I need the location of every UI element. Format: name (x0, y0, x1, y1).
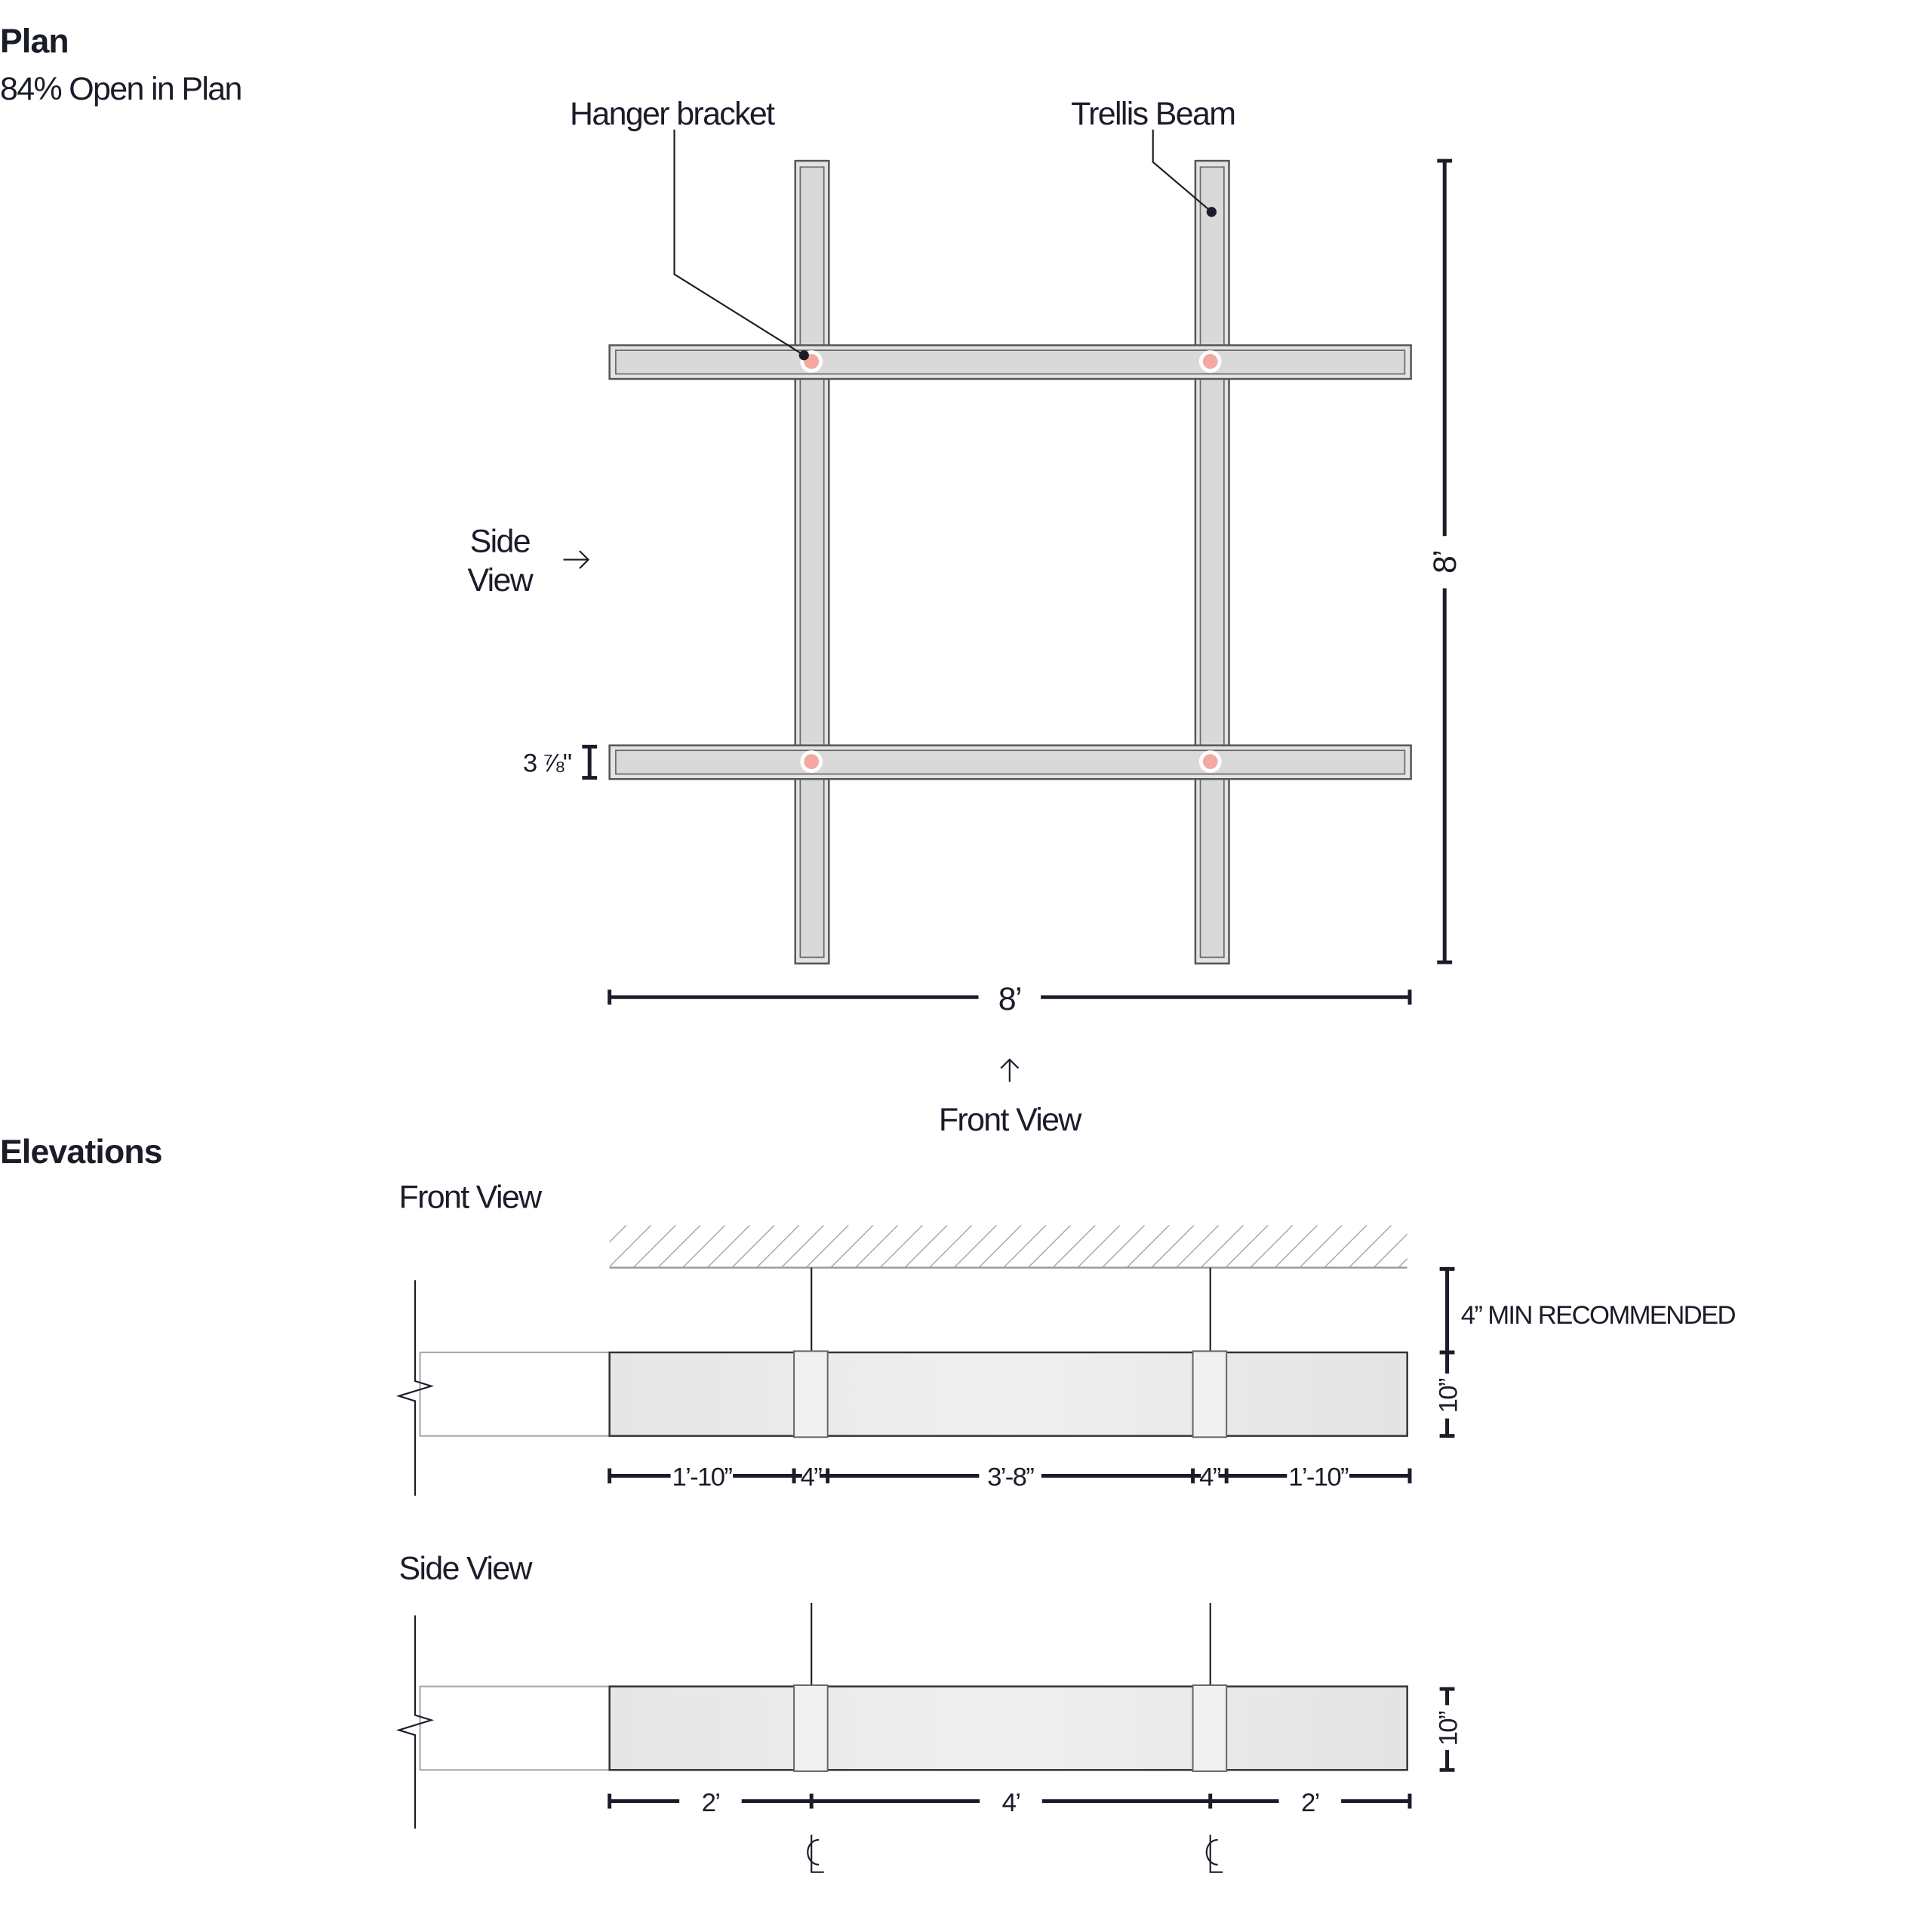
break-line (395, 1280, 435, 1496)
beam-continuation (419, 1351, 611, 1437)
front-elevation-label: Front View (399, 1179, 543, 1215)
beam-continuation (419, 1685, 611, 1771)
side-view-label-2: View (467, 562, 534, 598)
front-view-label: Front View (939, 1102, 1083, 1138)
hanger-bracket-fill (804, 754, 820, 770)
label-mask (1201, 1466, 1219, 1486)
bracket-elevation (1192, 1684, 1228, 1772)
break-line (395, 1615, 435, 1829)
label-mask (801, 1466, 820, 1486)
beam-width-dim-line (582, 744, 598, 780)
beam-inner-face (615, 749, 1406, 775)
beam-width-dim: 3 ⅞" (523, 749, 571, 777)
label-mask (679, 1791, 742, 1811)
hanger-bracket-fill (1202, 354, 1218, 369)
label-mask (979, 1466, 1041, 1486)
leader-dot (798, 350, 809, 361)
dimension-label: 2’ (1301, 1789, 1319, 1817)
dimension-label: 2’ (702, 1789, 720, 1817)
side-elevation-label: Side View (399, 1551, 534, 1587)
length-dim-line (1437, 158, 1453, 964)
width-dim: 8’ (998, 981, 1021, 1017)
front-dimension-row: 1’-10” 4” 3’-8” 4” 1’-10” (608, 1463, 1412, 1492)
side-view-label-1: Side (470, 524, 530, 560)
dimension-label: 1’-10” (1288, 1463, 1349, 1492)
beam-elevation (608, 1351, 1408, 1437)
beam-inner-face (799, 166, 825, 958)
dimension-label: 1’-10” (672, 1463, 732, 1492)
side-dimension-row: 2’ 4’ 2’ (608, 1789, 1412, 1817)
label-mask (1278, 1791, 1342, 1811)
beam-inner-face (615, 349, 1406, 375)
trellis-beam-leader (1152, 129, 1213, 213)
side-elevation (395, 1602, 1408, 1829)
front-vertical-dim-line (1439, 1266, 1455, 1438)
arrow-right-icon (563, 550, 590, 569)
hanger-bracket-callout: Hanger bracket (570, 96, 775, 132)
dimension-label: 4’ (1002, 1789, 1020, 1817)
bracket-elevation (1192, 1350, 1228, 1438)
front-elevation (395, 1267, 1408, 1496)
centerline-marks (807, 1835, 1223, 1873)
label-mask (670, 1466, 734, 1486)
label-mask (1287, 1466, 1349, 1486)
clearance-dim: 4” MIN RECOMMENDED (1461, 1301, 1736, 1330)
ceiling-hatch (609, 1225, 1407, 1268)
trellis-beam-callout: Trellis Beam (1071, 96, 1235, 132)
beam-inner-face (1199, 166, 1225, 958)
side-height-dim: 10” (1435, 1711, 1463, 1746)
bracket-elevation (793, 1350, 829, 1438)
hanger-bracket-leader (673, 129, 804, 356)
leader-dot (1206, 207, 1217, 217)
plan-subheading: 84% Open in Plan (0, 71, 242, 107)
arrow-up-icon (1000, 1058, 1020, 1082)
plan-heading: Plan (0, 23, 69, 60)
label-mask (1433, 1374, 1463, 1419)
dimension-label: 4” (1199, 1463, 1221, 1492)
centerline-icon (1205, 1835, 1223, 1873)
dimension-label: 4” (801, 1463, 823, 1492)
dimension-label: 3’-8” (987, 1463, 1034, 1492)
width-dim-line (608, 989, 1412, 1005)
beam-elevation (608, 1685, 1408, 1771)
hanger-bracket-fill (1202, 754, 1218, 770)
hanger-brackets (800, 350, 1222, 773)
front-height-dim: 10” (1435, 1378, 1463, 1413)
centerline-icon (807, 1835, 824, 1873)
label-mask (1433, 1705, 1463, 1750)
elevations-heading: Elevations (0, 1134, 162, 1171)
label-mask (980, 1791, 1042, 1811)
plan-view (608, 159, 1412, 964)
bracket-elevation (793, 1684, 829, 1772)
length-dim: 8’ (1427, 551, 1463, 574)
